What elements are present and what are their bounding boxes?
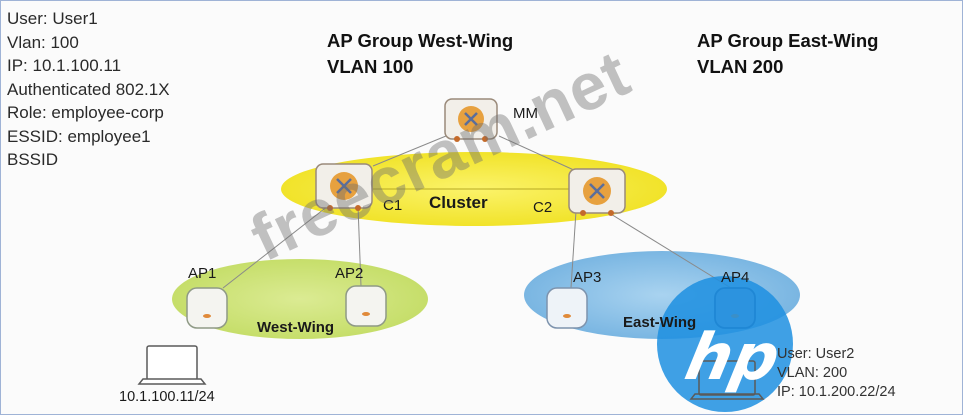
west-group-vlan: VLAN 100 <box>327 56 414 77</box>
ap1-label: AP1 <box>188 265 217 282</box>
east-group-heading: AP Group East-Wing VLAN 200 <box>697 28 878 80</box>
east-group-title: AP Group East-Wing <box>697 30 879 51</box>
west-group-heading: AP Group West-Wing VLAN 100 <box>327 28 513 80</box>
user2-line: User: User2 <box>777 346 855 362</box>
user2-line: VLAN: 200 <box>777 365 848 381</box>
access-point-ap2-icon <box>345 285 387 327</box>
ap2-label: AP2 <box>335 265 364 282</box>
user1-info: User: User1 Vlan: 100 IP: 10.1.100.11 Au… <box>7 7 170 172</box>
controller-c2-icon <box>568 168 626 216</box>
link-c1-ap1 <box>222 205 329 289</box>
ap3-label: AP3 <box>573 269 602 286</box>
cluster-label: Cluster <box>429 193 488 212</box>
mm-label: MM <box>513 105 538 122</box>
controller-c1-icon <box>315 163 373 211</box>
hp-logo-circle <box>657 276 793 412</box>
user1-line: Authenticated 802.1X <box>7 79 170 99</box>
link-c2-ap3 <box>570 210 577 289</box>
user2-info: User: User2 VLAN: 200 IP: 10.1.200.22/24 <box>777 345 896 402</box>
laptop1-ip: 10.1.100.11/24 <box>119 389 215 405</box>
link-c1-ap2 <box>357 205 362 287</box>
user1-line: Vlan: 100 <box>7 32 79 52</box>
hp-logo-text: hp <box>679 321 787 395</box>
link-mm-c1 <box>372 135 447 167</box>
c1-label: C1 <box>383 197 403 214</box>
access-point-ap1-icon <box>186 287 228 329</box>
link-c2-ap4 <box>605 210 732 289</box>
controller-mm-icon <box>444 98 498 142</box>
laptop-user1-icon <box>137 345 207 385</box>
c2-label: C2 <box>533 199 553 216</box>
user1-line: Role: employee-corp <box>7 103 164 122</box>
user1-line: IP: 10.1.100.11 <box>7 56 122 75</box>
laptop-user2-icon <box>689 360 765 400</box>
user2-line: IP: 10.1.200.22/24 <box>777 384 896 400</box>
user1-line: ESSID: employee1 <box>7 126 151 146</box>
user1-line: User: User1 <box>7 9 98 28</box>
east-group-vlan: VLAN 200 <box>697 56 784 77</box>
link-mm-c2 <box>498 135 577 172</box>
west-wing-label: West-Wing <box>257 319 335 336</box>
ap4-label: AP4 <box>721 269 750 286</box>
access-point-ap3-icon <box>546 287 588 329</box>
west-group-title: AP Group West-Wing <box>327 30 514 51</box>
user1-line: BSSID <box>7 150 59 169</box>
east-wing-label: East-Wing <box>623 314 697 331</box>
links <box>222 135 732 289</box>
